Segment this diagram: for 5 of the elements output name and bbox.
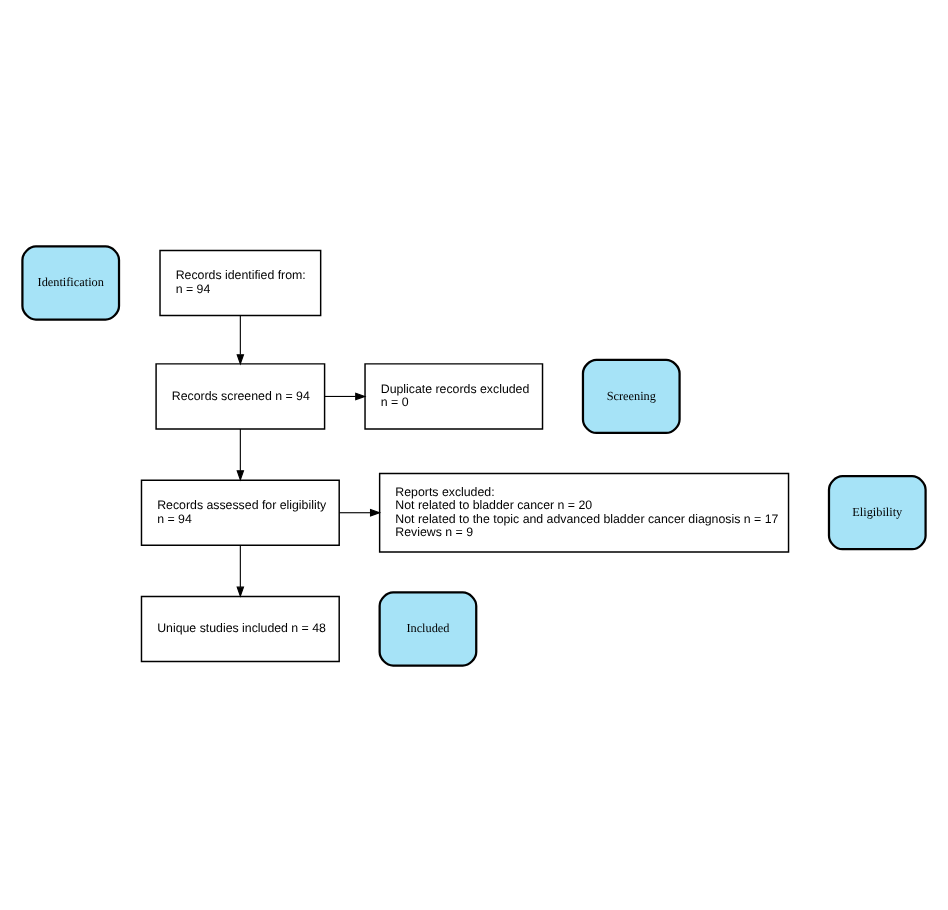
arrow: [236, 543, 245, 597]
arrow: [324, 391, 367, 400]
arrow: [338, 507, 382, 516]
arrow: [236, 314, 245, 365]
arrow: [236, 427, 245, 481]
